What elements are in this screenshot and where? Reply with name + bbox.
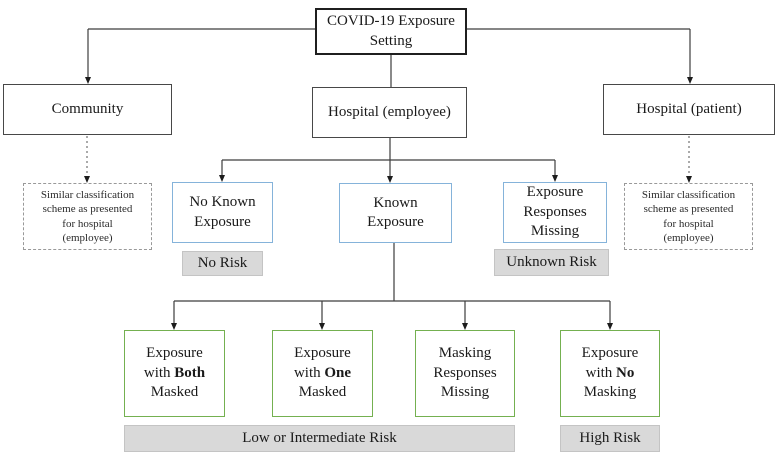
node-exposure-one-masked-label: Exposure with One Masked <box>294 344 351 403</box>
node-no-known-exposure-label: No Known Exposure <box>189 194 256 230</box>
masking-text-bold: One <box>324 364 352 381</box>
masking-text-bold: No <box>616 364 635 381</box>
node-masking-responses-missing: Masking Responses Missing <box>415 330 515 417</box>
node-exposure-both-masked-label: Exposure with Both Masked <box>144 344 205 403</box>
node-exposure-both-masked: Exposure with Both Masked <box>124 330 225 417</box>
masking-text-pre: Masking Responses Missing <box>433 345 497 401</box>
node-hospital-employee-label: Hospital (employee) <box>328 103 451 120</box>
node-exposure-setting: COVID-19 Exposure Setting <box>315 8 467 55</box>
masking-text-post: Masked <box>150 384 199 401</box>
note-patient-similar-scheme: Similar classification scheme as present… <box>624 183 753 250</box>
note-community-similar-scheme: Similar classification scheme as present… <box>23 183 152 250</box>
node-exposure-setting-label: COVID-19 Exposure Setting <box>327 13 455 49</box>
badge-unknown-risk: Unknown Risk <box>494 249 609 276</box>
badge-unknown-risk-label: Unknown Risk <box>506 253 597 270</box>
badge-no-risk: No Risk <box>182 251 263 276</box>
note-patient-similar-scheme-label: Similar classification scheme as present… <box>641 188 736 244</box>
badge-low-intermediate-risk: Low or Intermediate Risk <box>124 425 515 452</box>
node-known-exposure-label: Known Exposure <box>367 194 424 231</box>
node-exposure-one-masked: Exposure with One Masked <box>272 330 373 417</box>
node-hospital-employee: Hospital (employee) <box>312 87 467 138</box>
node-hospital-patient: Hospital (patient) <box>603 84 775 135</box>
node-exposure-no-masking-label: Exposure with No Masking <box>582 344 639 403</box>
node-no-known-exposure: No Known Exposure <box>172 182 273 243</box>
node-community-label: Community <box>51 100 124 117</box>
badge-low-intermediate-risk-label: Low or Intermediate Risk <box>242 429 397 446</box>
node-community: Community <box>3 84 172 135</box>
masking-text-post: Masked <box>298 384 347 401</box>
masking-text-bold: Both <box>174 364 206 381</box>
node-known-exposure: Known Exposure <box>339 183 452 243</box>
masking-text-post: Masking <box>583 384 637 401</box>
masking-text-pre: Exposure with <box>293 345 351 381</box>
node-exposure-responses-missing: Exposure Responses Missing <box>503 182 607 243</box>
masking-text-pre: Exposure with <box>581 345 639 381</box>
node-hospital-patient-label: Hospital (patient) <box>636 100 742 117</box>
badge-high-risk: High Risk <box>560 425 660 452</box>
node-exposure-no-masking: Exposure with No Masking <box>560 330 660 417</box>
badge-high-risk-label: High Risk <box>579 429 641 446</box>
note-community-similar-scheme-label: Similar classification scheme as present… <box>40 188 135 244</box>
node-masking-responses-missing-label: Masking Responses Missing <box>433 344 496 403</box>
node-exposure-responses-missing-label: Exposure Responses Missing <box>523 184 587 240</box>
masking-text-pre: Exposure with <box>143 345 203 381</box>
badge-no-risk-label: No Risk <box>197 254 248 271</box>
